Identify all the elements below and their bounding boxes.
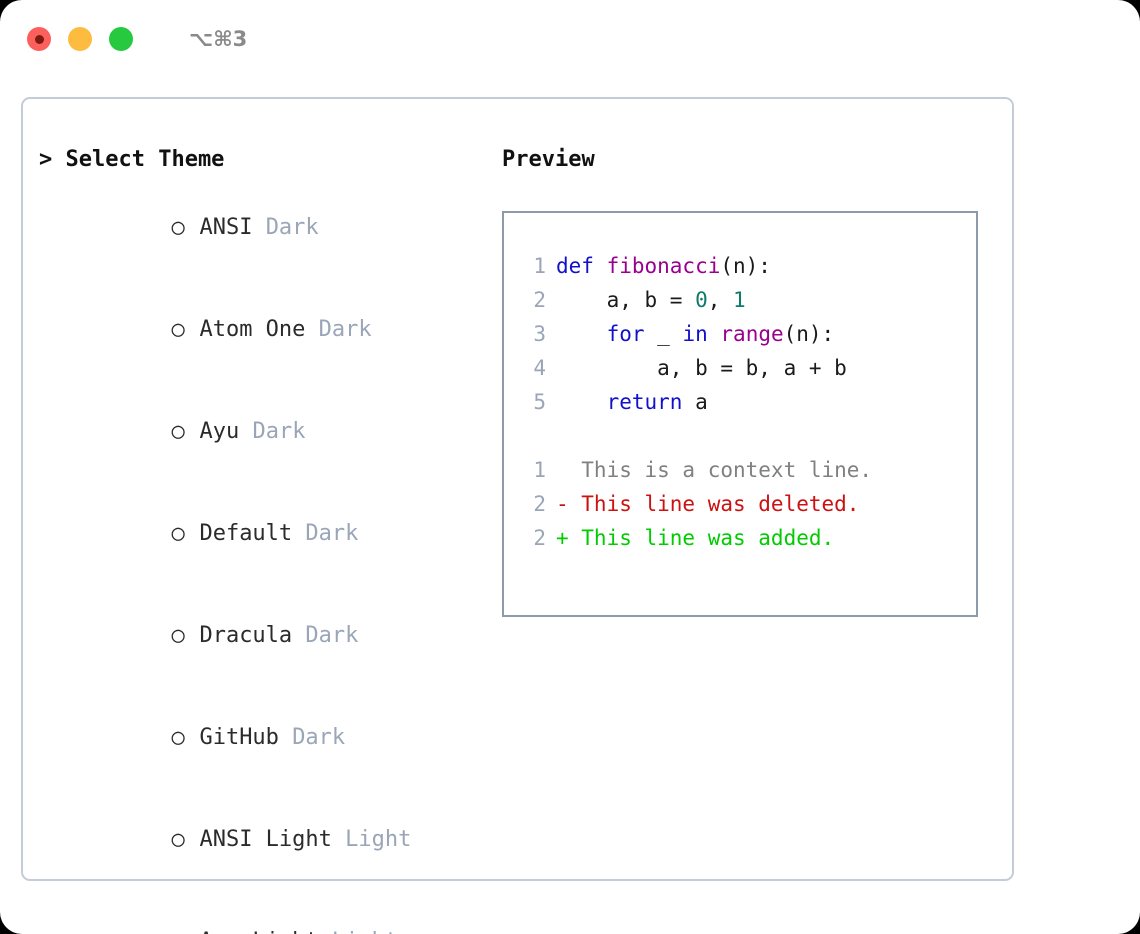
theme-option-variant: Light <box>345 827 412 852</box>
diff-text: - This line was deleted. <box>556 492 860 516</box>
title-bar: ⌥⌘3 <box>0 0 1140 78</box>
theme-picker-pane: > Select Theme ○ ANSI Dark ○ Atom One Dark… <box>39 143 479 934</box>
radio-icon: ○ <box>171 925 199 934</box>
traffic-light-group <box>27 27 133 51</box>
theme-option-variant: Dark <box>292 725 346 750</box>
code-line: 3 for _ in range(n): <box>520 317 976 351</box>
theme-option-label: ANSI Light <box>199 827 332 852</box>
theme-option[interactable]: ○ ANSI Light Light <box>39 789 479 891</box>
code-token <box>556 322 607 346</box>
code-token: 0 <box>695 288 708 312</box>
code-token: (n): <box>783 322 835 346</box>
theme-option-label: Dracula <box>199 623 293 648</box>
code-token: _ <box>644 322 683 346</box>
code-token: 1 <box>733 288 746 312</box>
code-token: return <box>606 390 683 414</box>
code-token: range <box>720 322 784 346</box>
maximize-button[interactable] <box>109 27 133 51</box>
theme-option-label: Atom One <box>199 317 306 342</box>
theme-option[interactable]: ○ Default Dark <box>39 483 479 585</box>
minimize-button[interactable] <box>68 27 92 51</box>
line-number: 2 <box>533 492 546 516</box>
diff-line-context: 1 This is a context line. <box>520 453 976 487</box>
code-line: 5 return a <box>520 385 976 419</box>
diff-sample: 1 This is a context line. 2 - This line w… <box>520 453 976 555</box>
theme-option-label: Default <box>199 521 293 546</box>
theme-option-list: ○ ANSI Dark ○ Atom One Dark ○ Ayu Dark ○ Def… <box>39 177 479 934</box>
line-number: 4 <box>533 356 546 380</box>
content-frame: > Select Theme ○ ANSI Dark ○ Atom One Dark… <box>21 97 1014 934</box>
radio-icon: ○ <box>171 725 185 750</box>
theme-option-variant: Dark <box>305 623 359 648</box>
theme-option-variant: Dark <box>318 317 372 342</box>
code-line: 4 a, b = b, a + b <box>520 351 976 385</box>
line-number: 2 <box>533 288 546 312</box>
code-token: a, b = b, a + b <box>556 356 847 380</box>
diff-spacer <box>520 419 976 453</box>
theme-option[interactable]: ○ GitHub Dark <box>39 687 479 789</box>
radio-icon: ○ <box>171 317 185 342</box>
code-token: a <box>682 390 708 414</box>
preview-heading: Preview <box>502 147 595 172</box>
diff-line-added: 2 + This line was added. <box>520 521 976 555</box>
diff-line-deleted: 2 - This line was deleted. <box>520 487 976 521</box>
code-line: 2 a, b = 0, 1 <box>520 283 976 317</box>
window-title: ⌥⌘3 <box>189 27 248 51</box>
radio-icon: ○ <box>171 215 185 240</box>
theme-option[interactable]: ○ ANSI Dark <box>39 177 479 279</box>
theme-option[interactable]: ○Ayu Light Light <box>39 891 479 934</box>
line-number: 1 <box>533 458 546 482</box>
radio-icon: ○ <box>171 521 185 546</box>
close-button[interactable] <box>27 27 51 51</box>
line-number: 1 <box>533 254 546 278</box>
radio-icon: ○ <box>171 623 185 648</box>
code-token: fibonacci <box>606 254 721 278</box>
line-number: 5 <box>533 390 546 414</box>
theme-option[interactable]: ○ Dracula Dark <box>39 585 479 687</box>
theme-option-label: GitHub <box>199 725 279 750</box>
line-number: 3 <box>533 322 546 346</box>
code-token: in <box>682 322 708 346</box>
theme-option-variant: Dark <box>305 521 359 546</box>
diff-text: This is a context line. <box>556 458 873 482</box>
theme-option-label: Ayu <box>199 419 240 444</box>
code-token: (n): <box>720 254 771 278</box>
diff-text: + This line was added. <box>556 526 835 550</box>
theme-option-label: Ayu Light <box>199 929 318 934</box>
theme-option-variant: Light <box>332 929 398 934</box>
select-theme-heading: > Select Theme <box>39 147 225 172</box>
theme-option[interactable]: ○ Ayu Dark <box>39 381 479 483</box>
code-line: 1 def fibonacci(n): <box>520 249 976 283</box>
theme-option-variant: Dark <box>252 419 306 444</box>
line-number: 2 <box>533 526 546 550</box>
code-token: , <box>707 288 734 312</box>
theme-option[interactable]: ○ Atom One Dark <box>39 279 479 381</box>
code-token <box>708 322 721 346</box>
code-token: a, b = <box>556 288 696 312</box>
theme-option-label: ANSI <box>199 215 253 240</box>
code-token: def <box>556 254 607 278</box>
theme-option-variant: Dark <box>265 215 319 240</box>
close-icon <box>34 34 44 44</box>
code-token: for <box>606 322 645 346</box>
radio-icon: ○ <box>171 827 185 852</box>
code-token <box>556 390 607 414</box>
radio-icon: ○ <box>171 419 185 444</box>
